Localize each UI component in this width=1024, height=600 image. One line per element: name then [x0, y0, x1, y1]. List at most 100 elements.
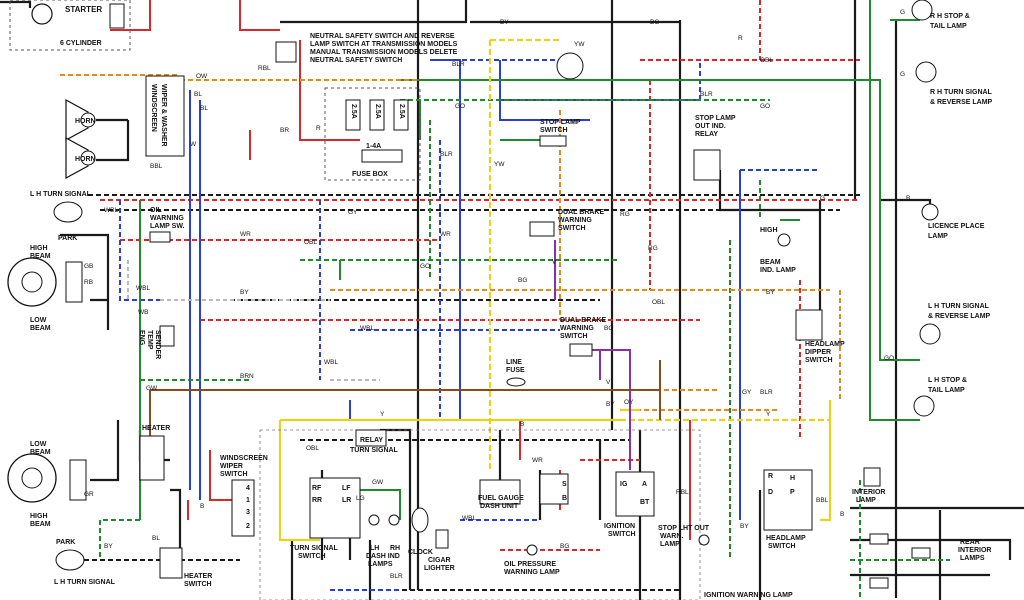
- heater-switch-label-2: SWITCH: [184, 581, 212, 588]
- wire-code: OBL: [652, 299, 665, 306]
- headlamp-top-connector: [65, 261, 83, 303]
- rear-interior-lamp-3: [869, 577, 889, 589]
- windscreen-washer: [145, 75, 185, 157]
- stop-lamp-label-2: SWITCH: [540, 127, 568, 134]
- interior-lamp: [863, 467, 881, 487]
- rh-dash-lamp: [388, 514, 400, 526]
- wire-code: WBL: [360, 325, 374, 332]
- lh-turn-rev-label-1: L H TURN SIGNAL: [928, 303, 990, 310]
- dual-brake-2-label-1: DUAL BRAKE: [560, 317, 606, 324]
- fuel-gauge-dash-unit: [479, 479, 521, 505]
- dual-brake-switch-1: [529, 221, 555, 237]
- stop-lht-label-2: WARN.: [660, 533, 683, 540]
- wiper-switch-label-2: WIPER: [220, 463, 243, 470]
- ign-terminal-a: A: [642, 481, 647, 488]
- wire-code: BBL: [816, 497, 829, 504]
- wire-code: BG: [518, 277, 527, 284]
- rear-interior-label-2: INTERIOR: [958, 547, 991, 554]
- low-beam-top-label: LOW: [30, 317, 47, 324]
- wire-code: BY: [240, 289, 249, 296]
- line-fuse: [506, 377, 526, 387]
- wire-code: BL: [200, 105, 208, 112]
- wire-code: GW: [146, 385, 158, 392]
- wire-code: GO: [760, 103, 770, 110]
- lh-dash-lamp: [368, 514, 380, 526]
- wiper-switch-label-3: SWITCH: [220, 471, 248, 478]
- eng-temp-sender: [159, 325, 175, 347]
- wire-code: BLR: [440, 151, 453, 158]
- high-beam-ind-label-1: HIGH: [760, 227, 778, 234]
- rear-interior-label-3: LAMPS: [960, 555, 985, 562]
- wire-code: BRN: [240, 373, 254, 380]
- heater-switch: [159, 547, 183, 579]
- neutral-switch-line-2: LAMP SWITCH AT TRANSMISSION MODELS: [310, 41, 458, 48]
- ign-terminal-bt: BT: [640, 499, 650, 506]
- fuse-box-outline: [324, 87, 421, 181]
- ign-terminal-ig: IG: [620, 481, 628, 488]
- lh-stop-label-1: L H STOP &: [928, 377, 967, 384]
- wiper-terminal-4: 4: [246, 485, 250, 492]
- neutral-safety-switch: [275, 41, 297, 63]
- fuse-rating-1: 2.5A: [350, 104, 357, 119]
- rh-stop-label-2: TAIL LAMP: [930, 23, 967, 30]
- wire-code: WBL: [136, 285, 150, 292]
- wire-code: BL: [152, 535, 160, 542]
- low-beam-bot-label: LOW: [30, 441, 47, 448]
- wire-code: B: [200, 503, 204, 510]
- cigar-label-1: CIGAR: [428, 557, 451, 564]
- oil-warning-switch: [149, 231, 171, 243]
- wire-code: BL: [194, 91, 202, 98]
- dipper-label-2: DIPPER: [805, 349, 831, 356]
- licence-place-lamp: [921, 203, 939, 221]
- wire-code: OBL: [304, 239, 317, 246]
- wire-code: B: [840, 511, 844, 518]
- wire-code: GW: [372, 479, 384, 486]
- fuse-rating-2: 2.5A: [374, 104, 381, 119]
- relay-box: [355, 429, 387, 447]
- wire-code: BLR: [700, 91, 713, 98]
- starter-outline: [9, 0, 131, 51]
- fuse-set: [345, 99, 409, 163]
- wire-code: BY: [766, 289, 775, 296]
- interior-lamp-label-2: LAMP: [856, 497, 876, 504]
- line-fuse-label-1: LINE: [506, 359, 522, 366]
- wire-code: RBL: [676, 489, 689, 496]
- heater-motor: [139, 435, 165, 481]
- headlamp-dipper-switch: [795, 309, 823, 341]
- stop-lamp-out-label-3: RELAY: [695, 131, 718, 138]
- cigar-lighter: [435, 529, 449, 549]
- wire-code: RG: [620, 211, 630, 218]
- horn-top-label: HORN: [75, 118, 96, 125]
- wire-code: LG: [356, 495, 365, 502]
- neutral-switch-line-1: NEUTRAL SAFETY SWITCH AND REVERSE: [310, 33, 455, 40]
- wire-code: V: [606, 379, 611, 386]
- dual-brake-1-label-2: WARNING: [558, 217, 592, 224]
- rear-interior-lamp-2: [911, 547, 931, 559]
- lh-turn-signal-top-label: L H TURN SIGNAL: [30, 191, 92, 198]
- wire-code-labels: BY BG YW RBL OW BL BL W BBL BLR BLR BLR …: [84, 9, 910, 580]
- headlamp-bottom: [7, 453, 57, 503]
- hl-terminal-r: R: [768, 473, 773, 480]
- horn-top: [65, 98, 96, 142]
- oil-warning-label-1: OIL: [150, 207, 162, 214]
- wire-code: W: [190, 141, 197, 148]
- headlamp-switch-label-1: HEADLAMP: [766, 535, 806, 542]
- dual-brake-switch-2: [569, 343, 593, 357]
- wire-code: WB: [138, 309, 148, 316]
- lh-dash-label-3: LAMPS: [368, 561, 393, 568]
- rh-stop-label-1: R H STOP &: [930, 13, 970, 20]
- wire-code: BLR: [390, 573, 403, 580]
- licence-label-1: LICENCE PLACE: [928, 223, 985, 230]
- lh-turn-reverse-lamp: [919, 323, 941, 345]
- eng-temp-label-3: SENDER: [154, 330, 161, 359]
- ts-terminal-rf: RF: [312, 485, 322, 492]
- lh-dash-label-2: DASH IND: [366, 553, 400, 560]
- dual-brake-2-label-3: SWITCH: [560, 333, 588, 340]
- wire-code: RB: [84, 279, 93, 286]
- rh-stop-tail-lamp: [911, 0, 933, 21]
- wiper-terminal-3: 3: [246, 509, 250, 516]
- hl-terminal-h: H: [790, 475, 795, 482]
- wire-code: BLR: [452, 61, 465, 68]
- turn-signal-switch: [309, 477, 361, 539]
